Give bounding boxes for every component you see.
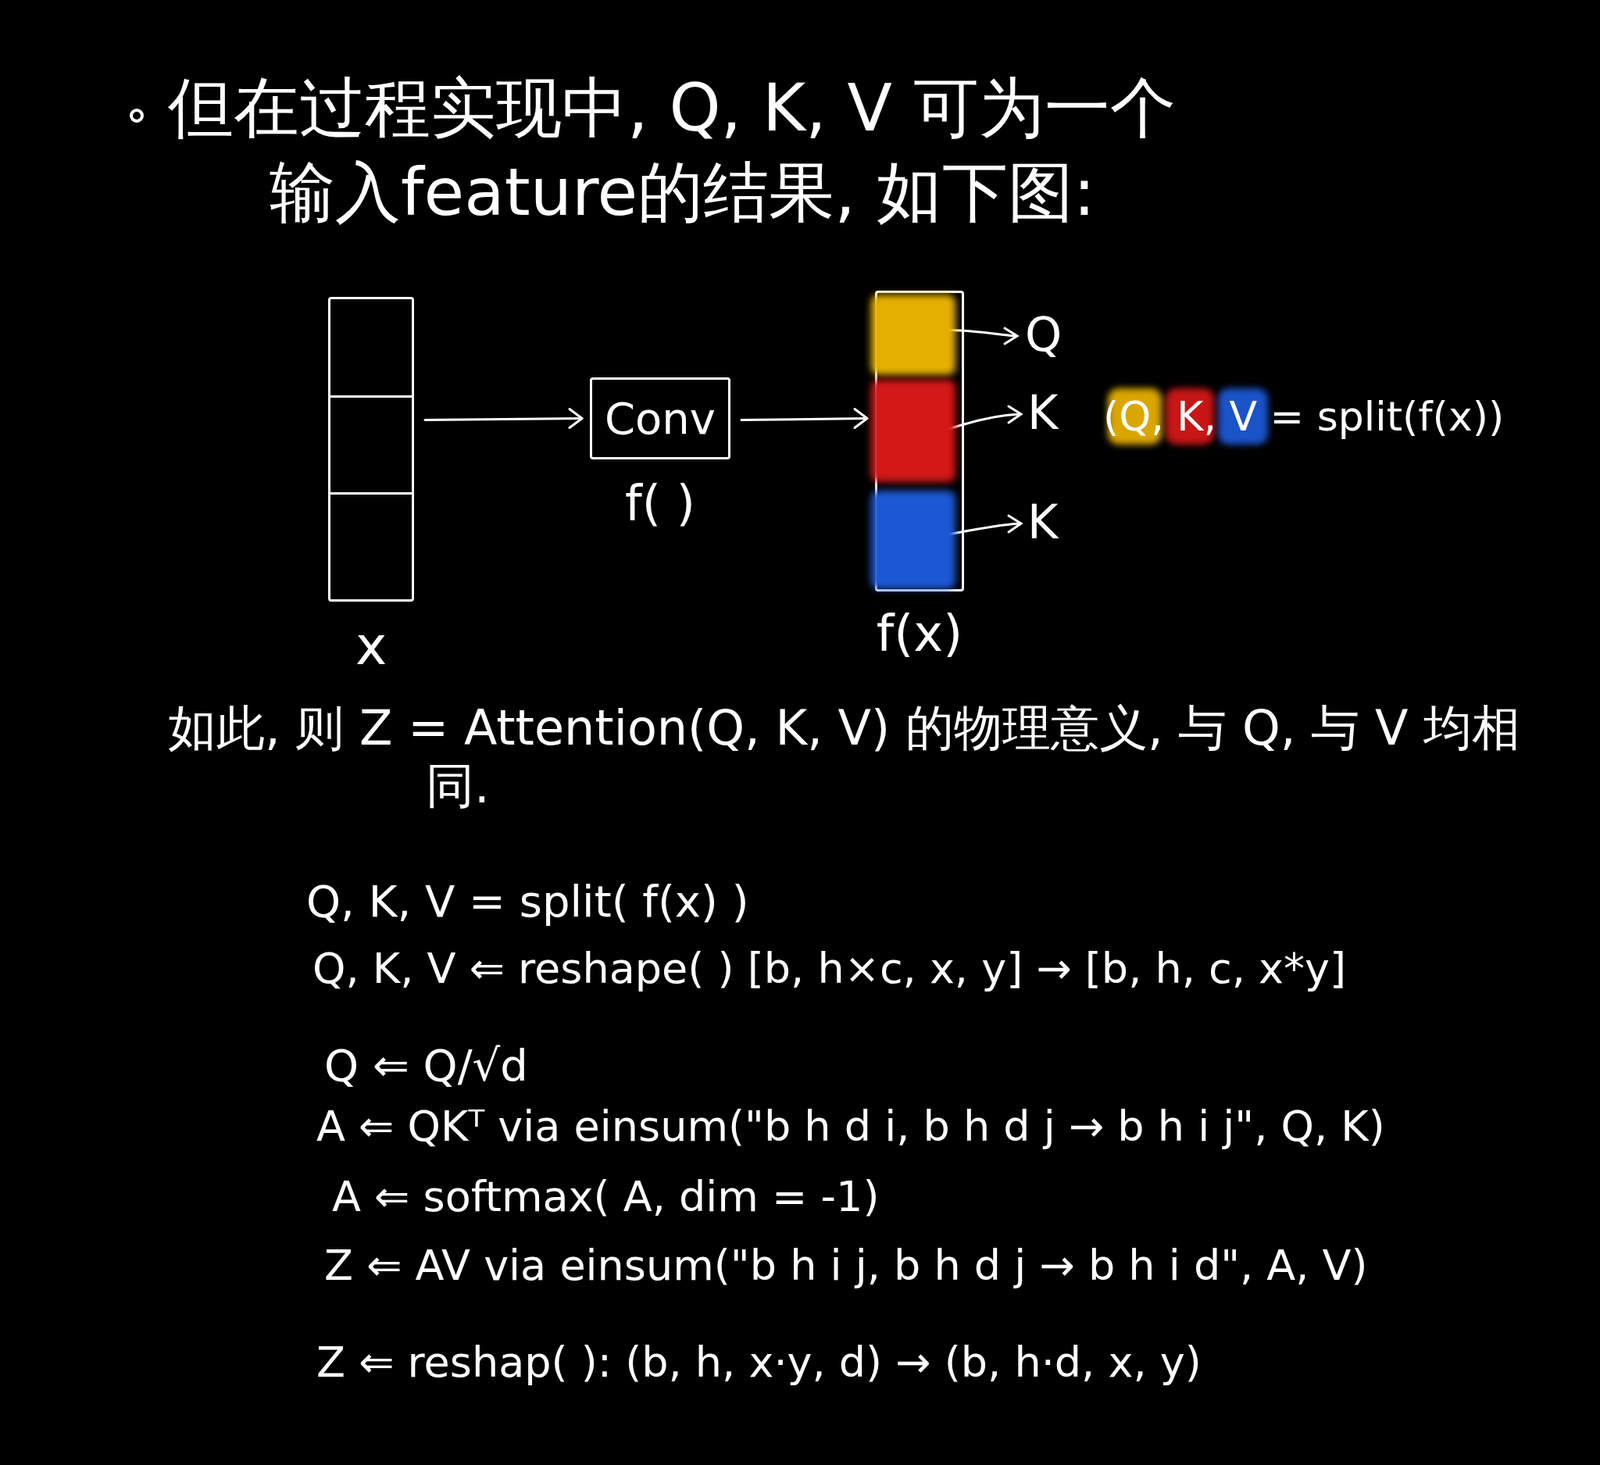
colored-cell <box>871 379 956 483</box>
node-caption: f(x) <box>876 604 963 663</box>
heading-line: 但在过程实现中, Q, K, V 可为一个 <box>167 68 1176 148</box>
code-line: Z ⇐ reshap( ): (b, h, x·y, d) → (b, h·d,… <box>316 1337 1202 1389</box>
bullet-dot <box>131 110 143 122</box>
output-feature-column: f(x) <box>875 290 965 592</box>
code-line: Z ⇐ AV via einsum("b h i j, b h d j → b … <box>324 1240 1368 1292</box>
node-text: Conv <box>593 392 727 444</box>
cell-divider <box>330 492 412 495</box>
colored-cell <box>871 294 956 375</box>
code-line: A ⇐ softmax( A, dim = -1) <box>332 1171 879 1223</box>
leader-head <box>1008 406 1022 423</box>
node-caption: x <box>355 614 387 677</box>
code-line: Q, K, V = split( f(x) ) <box>306 875 749 928</box>
code-line: Q ⇐ Q/√d <box>324 1039 529 1092</box>
code-line: Q, K, V ⇐ reshape( ) [b, h×c, x, y] → [b… <box>312 943 1347 995</box>
output-label: K <box>1027 493 1058 550</box>
arrow-line <box>741 418 868 421</box>
node-caption: f( ) <box>625 474 696 532</box>
cell-divider <box>330 395 412 398</box>
output-label: Q <box>1025 306 1062 363</box>
split-formula: (Q, K, V = split(f(x)) <box>1103 392 1504 441</box>
colored-cell <box>871 490 956 590</box>
output-label: K <box>1027 384 1058 441</box>
arrow-head <box>854 409 868 429</box>
code-line: A ⇐ QKᵀ via einsum("b h d i, b h d j → b… <box>316 1101 1386 1153</box>
leader-head <box>1008 515 1022 533</box>
conv-box: Convf( ) <box>589 377 731 460</box>
flow-arrow <box>425 409 583 429</box>
arrow-head <box>569 409 583 429</box>
note-paragraph: 如此, 则 Z = Attention(Q, K, V) 的物理意义, 与 Q,… <box>167 699 1559 816</box>
flow-arrow <box>741 409 868 429</box>
input-feature-column: x <box>328 296 415 602</box>
heading-line: 输入feature的结果, 如下图: <box>269 153 1096 233</box>
arrow-line <box>425 418 583 421</box>
leader-head <box>1004 328 1018 344</box>
